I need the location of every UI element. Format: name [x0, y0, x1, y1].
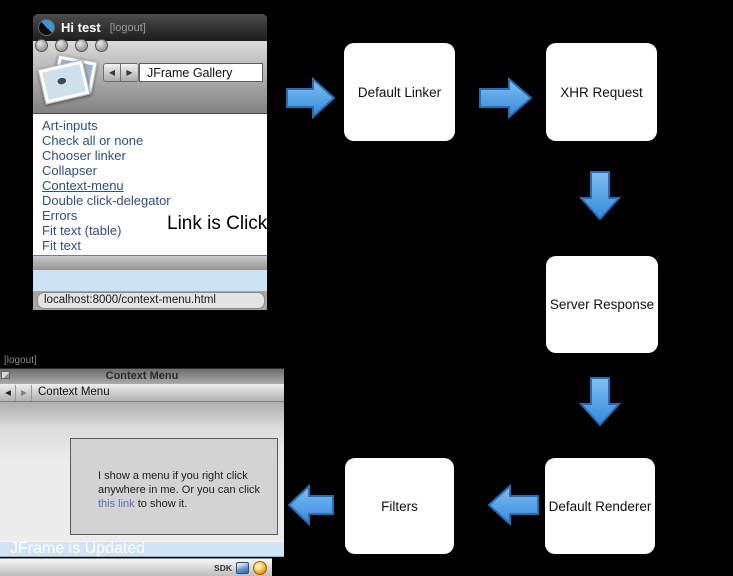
- nav-button-group: ◀ ▶: [103, 63, 139, 82]
- node-xhr-request: XHR Request: [546, 43, 657, 141]
- forward-button[interactable]: ▶: [17, 385, 32, 401]
- gallery-photos-icon: [37, 54, 101, 110]
- back-button[interactable]: ◀: [103, 63, 121, 82]
- link-item[interactable]: Double click-delegator: [42, 193, 171, 208]
- blue-row: [33, 270, 267, 291]
- window-title: Context Menu: [0, 368, 284, 384]
- arrow-right-icon: [479, 77, 533, 119]
- taskbar-swirl-icon[interactable]: [253, 560, 267, 575]
- sdk-label: SDK: [214, 562, 232, 573]
- browser-window-before: Hi test [logout] ◀ ▶ JFrame Gallery Art-…: [33, 14, 267, 310]
- link-item[interactable]: Check all or none: [42, 133, 144, 148]
- link-item[interactable]: Art-inputs: [42, 118, 98, 133]
- node-label: Default Linker: [357, 84, 442, 100]
- window-badge-icon: [1, 371, 10, 379]
- node-label: Filters: [381, 498, 418, 514]
- link-item[interactable]: Collapser: [42, 163, 97, 178]
- demo-box-line1: I show a menu if you right click: [98, 470, 248, 482]
- page-content: I show a menu if you right click anywher…: [0, 402, 284, 541]
- blue-status-row: [0, 541, 284, 557]
- window-button-icon[interactable]: [95, 39, 108, 52]
- browser-toolbar: ◀ ▶ Context Menu: [0, 384, 284, 402]
- site-logo-icon: [38, 19, 55, 36]
- arrow-down-icon: [579, 377, 621, 427]
- node-filters: Filters: [345, 458, 454, 554]
- arrow-down-icon: [579, 171, 621, 221]
- taskbar: SDK: [0, 558, 272, 576]
- node-label: Default Renderer: [548, 498, 652, 514]
- arrow-left-icon: [487, 484, 539, 526]
- back-button[interactable]: ◀: [1, 385, 16, 401]
- node-label: Server Response: [549, 297, 655, 312]
- toolbar-title: Context Menu: [38, 386, 110, 398]
- node-default-renderer: Default Renderer: [545, 458, 655, 554]
- node-server-response: Server Response: [546, 256, 658, 353]
- window-button-icon[interactable]: [35, 39, 48, 52]
- gallery-title-field[interactable]: JFrame Gallery: [139, 63, 263, 82]
- link-list: Art-inputs Check all or none Chooser lin…: [33, 114, 267, 255]
- photo-front-icon: [37, 59, 91, 105]
- arrow-right-icon: [286, 77, 336, 119]
- window-button-icon[interactable]: [55, 39, 68, 52]
- link-item[interactable]: Errors: [42, 208, 78, 223]
- node-label: XHR Request: [560, 84, 643, 100]
- window-title: Hi test: [61, 20, 101, 35]
- node-default-linker: Default Linker: [344, 43, 455, 141]
- context-menu-demo-box[interactable]: I show a menu if you right click anywher…: [70, 438, 278, 535]
- demo-box-text: I show a menu if you right click anywher…: [98, 469, 260, 511]
- window-header: [logout]: [0, 345, 284, 368]
- annotation-link-clicked: Link is Click: [167, 213, 267, 234]
- status-area: localhost:8000/context-menu.html: [33, 291, 267, 310]
- arrow-left-icon: [287, 484, 334, 526]
- browser-window-after: [logout] Context Menu ◀ ▶ Context Menu I…: [0, 345, 284, 576]
- logout-link[interactable]: [logout]: [109, 21, 146, 34]
- divider-bar: [33, 255, 267, 270]
- annotation-jframe-updated: JFrame is Updated: [10, 540, 146, 557]
- link-item[interactable]: Chooser linker: [42, 148, 126, 163]
- status-url: localhost:8000/context-menu.html: [37, 292, 265, 309]
- link-item[interactable]: Fit text: [42, 238, 82, 253]
- forward-button[interactable]: ▶: [121, 63, 139, 82]
- demo-box-line3: to show it.: [134, 498, 188, 510]
- window-titlebar: Hi test [logout]: [33, 14, 267, 41]
- logout-link[interactable]: [logout]: [4, 355, 37, 366]
- link-item-context-menu[interactable]: Context-menu: [42, 178, 124, 193]
- taskbar-gallery-icon[interactable]: [236, 561, 249, 574]
- link-item[interactable]: Fit text (table): [42, 223, 122, 238]
- window-button-icon[interactable]: [75, 39, 88, 52]
- demo-box-line2: anywhere in me. Or you can click: [98, 484, 261, 496]
- this-link[interactable]: this link: [98, 498, 135, 510]
